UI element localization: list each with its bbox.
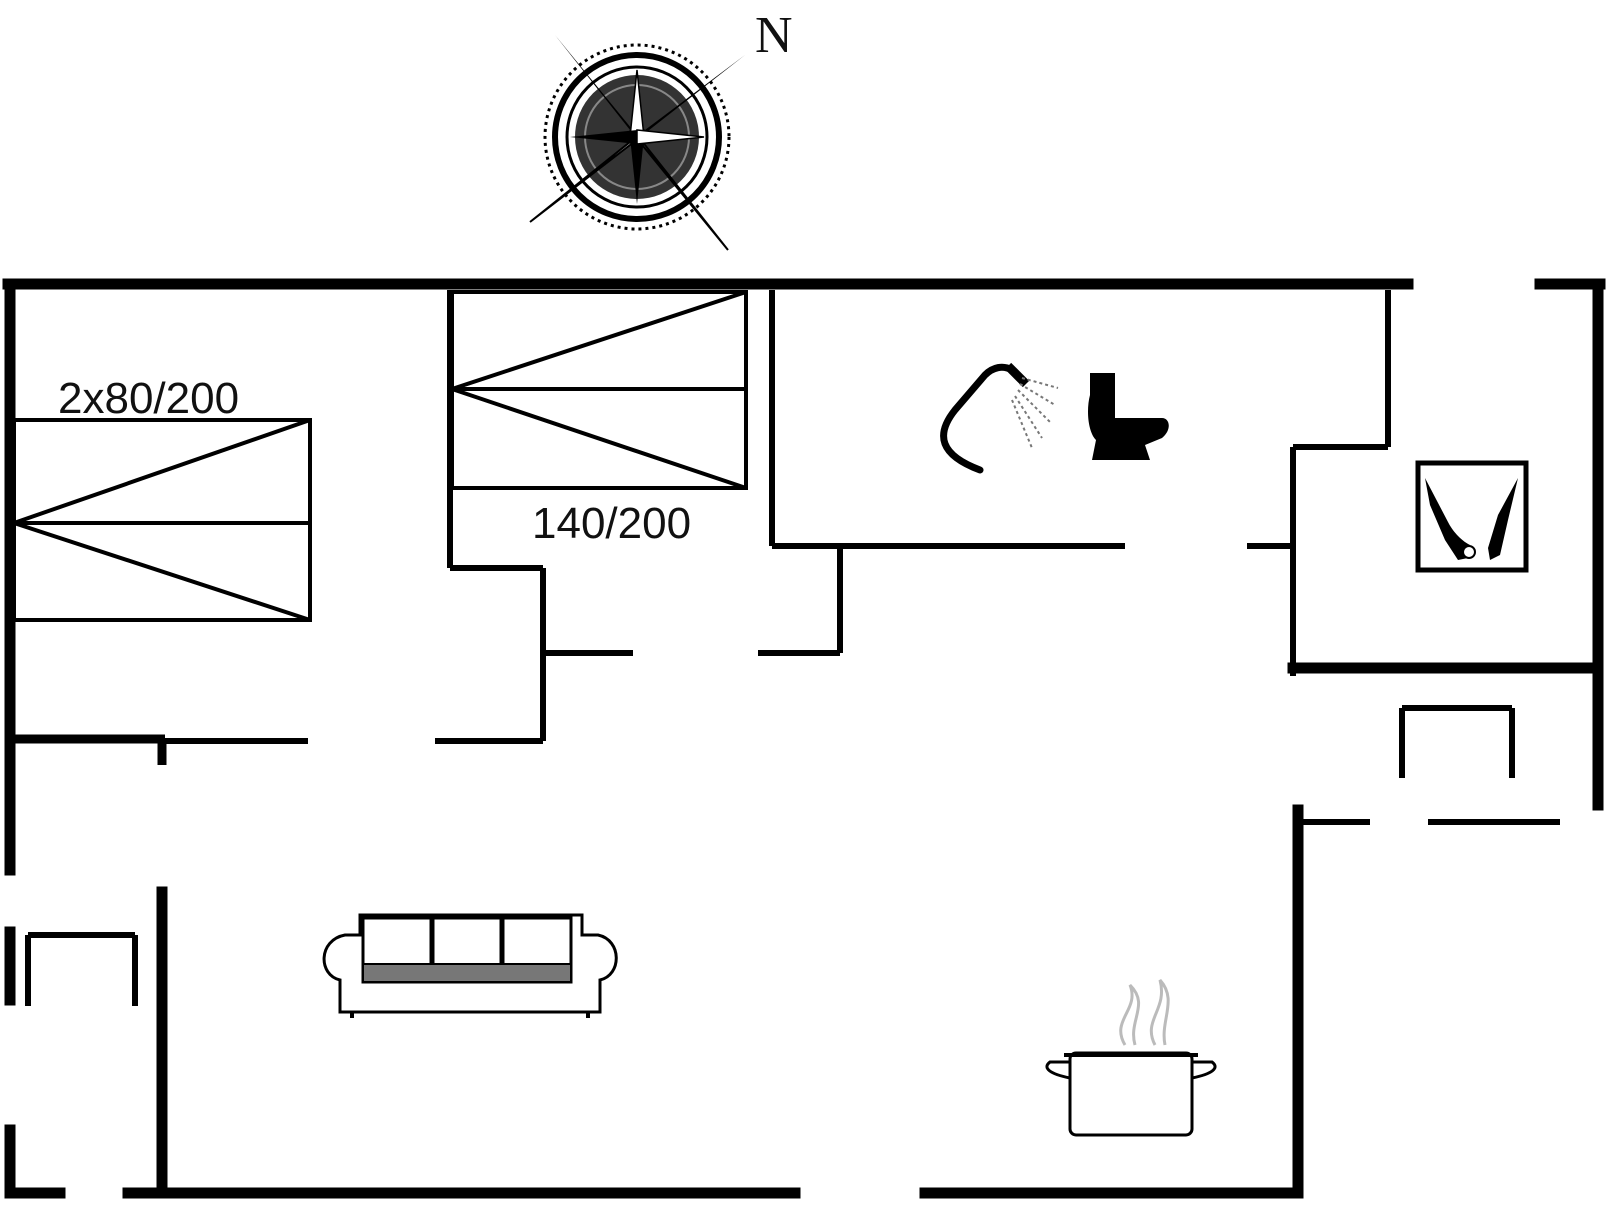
shower-icon <box>940 362 1059 474</box>
compass-rose-icon <box>529 35 745 251</box>
cooking-pot-icon <box>1045 978 1217 1137</box>
bed-size-label-double: 140/200 <box>532 499 691 548</box>
sofa-icon <box>322 913 618 1018</box>
north-label: N <box>755 7 793 64</box>
toilet-icon <box>1088 373 1169 460</box>
walls <box>2 278 1606 1199</box>
washing-machine-icon <box>1415 460 1529 573</box>
double-bed-icon <box>450 290 748 490</box>
single-beds-icon <box>12 418 312 622</box>
bed-size-label-twin: 2x80/200 <box>58 374 239 423</box>
